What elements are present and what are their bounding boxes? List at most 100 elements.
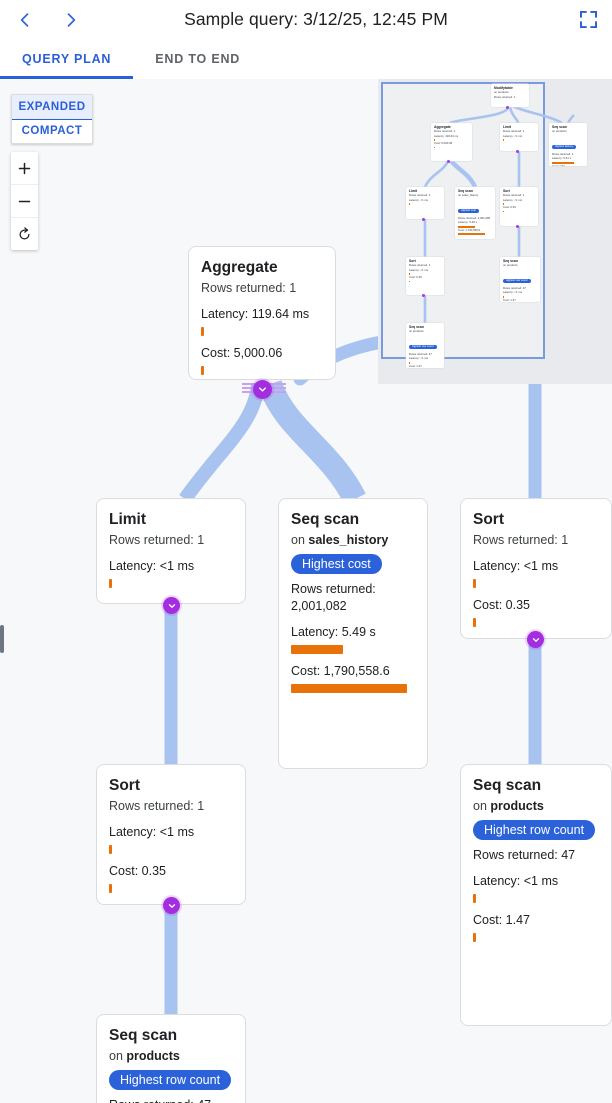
chevron-down-icon xyxy=(532,637,539,642)
chevron-down-icon xyxy=(168,903,175,908)
tab-bar: QUERY PLAN END TO END xyxy=(0,39,612,80)
minimap-panel[interactable]: Modifytable on products Rows returned: 1… xyxy=(378,79,612,384)
node-seqscan-products-right[interactable]: Seq scan on products Highest row count R… xyxy=(460,764,612,1026)
node-seqscan-sales-history[interactable]: Seq scan on sales_history Highest cost R… xyxy=(278,498,428,769)
minimap-bar xyxy=(409,280,410,283)
previous-query-button[interactable] xyxy=(8,3,42,37)
on-prefix: on xyxy=(291,533,309,547)
tab-end-to-end[interactable]: END TO END xyxy=(155,52,241,66)
node-title: Seq scan xyxy=(473,777,542,794)
minimap-node-sub: Latency: <1 ms xyxy=(503,197,523,202)
minimap-badge: Highest row count xyxy=(503,278,531,284)
minimap-node-sub: Latency: 5.41 s xyxy=(552,156,571,161)
on-prefix: on xyxy=(473,799,491,813)
horizontal-scroll-handle[interactable] xyxy=(0,625,4,653)
plan-canvas[interactable]: Modifytable on products Rows returned: L… xyxy=(0,79,612,1103)
node-sort-right[interactable]: Sort Rows returned: 1 Latency: <1 ms Cos… xyxy=(460,498,612,639)
minimap-node-sub: Latency: <1 ms xyxy=(409,197,429,202)
zoom-in-button[interactable] xyxy=(11,152,38,184)
minimap-node-sub: on sales_history xyxy=(458,193,479,198)
minimap-toggle-dot xyxy=(422,218,425,221)
minimap-badge: Highest row count xyxy=(409,344,437,350)
minimap-node-sub: Latency: <1 ms xyxy=(503,133,523,138)
minimap-node-sort-mid[interactable]: Sort Rows returned: 1 Latency: <1 ms Cos… xyxy=(500,187,538,226)
node-rows: Rows returned: 2,001,082 xyxy=(291,582,376,613)
minimap-bar xyxy=(409,273,410,275)
node-title: Limit xyxy=(109,511,147,528)
collapse-toggle-sort-left[interactable] xyxy=(163,897,180,914)
minimap-node-modifytable[interactable]: Modifytable on products Rows returned: 1 xyxy=(491,84,529,107)
node-title: Aggregate xyxy=(201,259,278,276)
minimap-node-limit-mid[interactable]: Limit Rows returned: 1 Latency: <1 ms xyxy=(406,187,444,219)
compact-mode-button[interactable]: COMPACT xyxy=(21,125,83,137)
chevron-right-icon xyxy=(67,12,76,27)
status-badge-highest-cost: Highest cost xyxy=(291,554,382,574)
minimap-toggle-dot xyxy=(516,150,519,153)
minimap-node-seqscan-sales[interactable]: Seq scan on sales_history Highest cost R… xyxy=(455,187,495,239)
next-query-button[interactable] xyxy=(54,3,88,37)
minimap-node-title: Limit xyxy=(409,189,418,193)
table-name: products xyxy=(490,799,544,813)
zoom-out-button[interactable] xyxy=(11,184,38,217)
minimap-node-seqscan-low-right[interactable]: Seq scan on products Highest row count R… xyxy=(500,257,540,302)
node-rows: Rows returned: 1 xyxy=(473,533,569,547)
minimap-node-sub: Rows returned: 1 xyxy=(503,193,525,198)
collapse-toggle-sort-right[interactable] xyxy=(527,631,544,648)
minimap-node-title: Seq scan xyxy=(503,259,518,263)
node-cost: Cost: 5,000.06 xyxy=(201,346,283,360)
latency-bar xyxy=(473,894,476,903)
minimap-node-sub: Rows returned: 1 xyxy=(434,129,456,134)
minimap-bar xyxy=(503,295,504,298)
minimap-node-title: Seq scan xyxy=(409,325,424,329)
collapse-toggle-aggregate[interactable] xyxy=(253,380,272,399)
cost-bar xyxy=(201,366,204,375)
expanded-mode-button[interactable]: EXPANDED xyxy=(12,95,92,120)
minimap-bar xyxy=(409,361,410,364)
app-header: Sample query: 3/12/25, 12:45 PM xyxy=(0,0,612,40)
node-table: on products xyxy=(109,1048,233,1065)
minimap-node-seqscan-top-right[interactable]: Seq scan on products Highest latency Row… xyxy=(549,123,587,166)
minimap-bar xyxy=(503,210,504,213)
minimap-node-sort-low[interactable]: Sort Rows returned: 1 Latency: <1 ms Cos… xyxy=(406,257,444,295)
minimap-node-title: Aggregate xyxy=(434,125,451,129)
minimap-node-sub: Cost: 1.47 xyxy=(409,363,422,368)
minimap-toggle-dot xyxy=(506,106,509,109)
fullscreen-button[interactable] xyxy=(570,2,606,38)
node-table: on sales_history xyxy=(291,532,415,549)
minimap-node-sub: on products xyxy=(409,329,424,334)
node-sort-left[interactable]: Sort Rows returned: 1 Latency: <1 ms Cos… xyxy=(96,764,246,905)
minimap-node-sub: on products xyxy=(503,263,518,268)
node-seqscan-products-bottom[interactable]: Seq scan on products Highest row count R… xyxy=(96,1014,246,1103)
minimap-node-sub: Latency: <1 ms xyxy=(409,356,429,361)
chevron-down-icon xyxy=(259,387,266,392)
zoom-controls-group[interactable] xyxy=(11,152,38,250)
minimap-bar xyxy=(434,139,435,141)
layout-mode-group[interactable]: EXPANDED COMPACT xyxy=(11,94,93,144)
node-rows: Rows returned: 47 xyxy=(473,848,576,862)
on-prefix: on xyxy=(109,1049,127,1063)
node-aggregate[interactable]: Aggregate Rows returned: 1 Latency: 119.… xyxy=(188,246,336,380)
node-title: Seq scan xyxy=(291,511,360,528)
minimap-bar xyxy=(434,146,435,149)
node-title: Seq scan xyxy=(109,1027,178,1044)
tab-query-plan[interactable]: QUERY PLAN xyxy=(0,39,134,79)
latency-bar xyxy=(109,845,112,854)
minimap-node-sub: Rows returned: 47 xyxy=(503,285,526,290)
minimap-node-title: Modifytable xyxy=(494,86,513,90)
minimap-node-aggregate[interactable]: Aggregate Rows returned: 1 Latency: 119.… xyxy=(431,123,472,161)
minimap-node-sub: Cost: 1,790,558.6 xyxy=(458,227,481,232)
page-title: Sample query: 3/12/25, 12:45 PM xyxy=(184,9,448,29)
latency-bar xyxy=(201,327,204,336)
minimap-node-sub: on products xyxy=(552,129,567,134)
minus-icon xyxy=(18,200,31,202)
node-latency: Latency: 5.49 s xyxy=(291,625,376,639)
minimap-node-limit-top[interactable]: Limit Rows returned: 1 Latency: <1 ms xyxy=(500,123,538,151)
node-limit[interactable]: Limit Rows returned: 1 Latency: <1 ms xyxy=(96,498,246,604)
minimap-node-sub: Cost: 1.47 xyxy=(503,297,516,302)
cost-bar xyxy=(109,884,112,893)
collapse-toggle-limit[interactable] xyxy=(163,597,180,614)
chevron-down-icon xyxy=(168,603,175,608)
minimap-node-seqscan-bottom[interactable]: Seq scan on products Highest row count R… xyxy=(406,323,444,368)
reset-view-button[interactable] xyxy=(11,217,38,250)
cost-bar xyxy=(291,684,407,693)
